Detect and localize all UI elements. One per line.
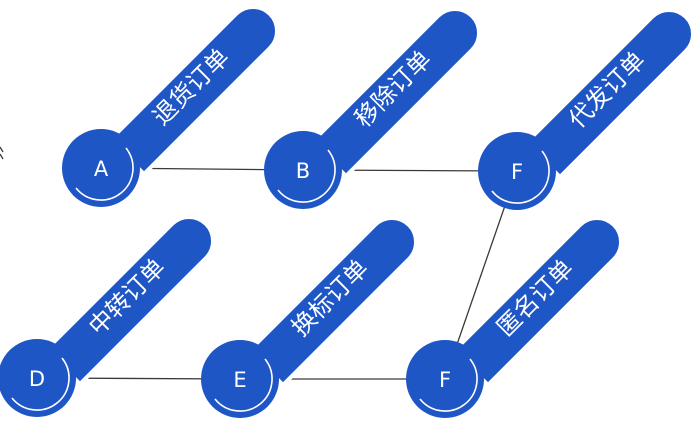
node-inner-ring [11,357,70,411]
order-node-dropship: 代发订单 F [478,7,696,210]
node-inner-ring [277,149,336,203]
node-inner-ring [75,147,134,201]
node-circle [406,340,484,418]
node-letter: A [94,157,109,181]
node-letter: F [439,368,451,392]
node-inner-ring [491,150,550,204]
node-tag-shape [43,214,216,387]
node-tag-shape [246,215,419,388]
node-tag-shape [523,7,696,180]
order-node-return: 退货订单 A [62,4,280,207]
order-node-removal: 移除订单 B [264,6,482,209]
node-letter: E [233,368,246,392]
node-inner-ring [419,358,478,412]
order-node-anonymous: 匿名订单 F [406,215,624,418]
node-circle [62,129,140,207]
node-circle [264,131,342,209]
node-letter: F [511,160,523,184]
node-tag-shape [451,215,624,388]
node-tag-shape [107,4,280,177]
node-circle [201,340,279,418]
order-node-relabel: 换标订单 E [201,215,419,418]
node-tag-shape [309,6,482,179]
node-letter: D [29,367,45,391]
edge-fragment-left [0,146,4,160]
node-circle [478,132,556,210]
node-letter: B [296,159,310,183]
order-node-transit: 中转订单 D [0,214,216,417]
node-circle [0,339,76,417]
node-inner-ring [214,358,273,412]
